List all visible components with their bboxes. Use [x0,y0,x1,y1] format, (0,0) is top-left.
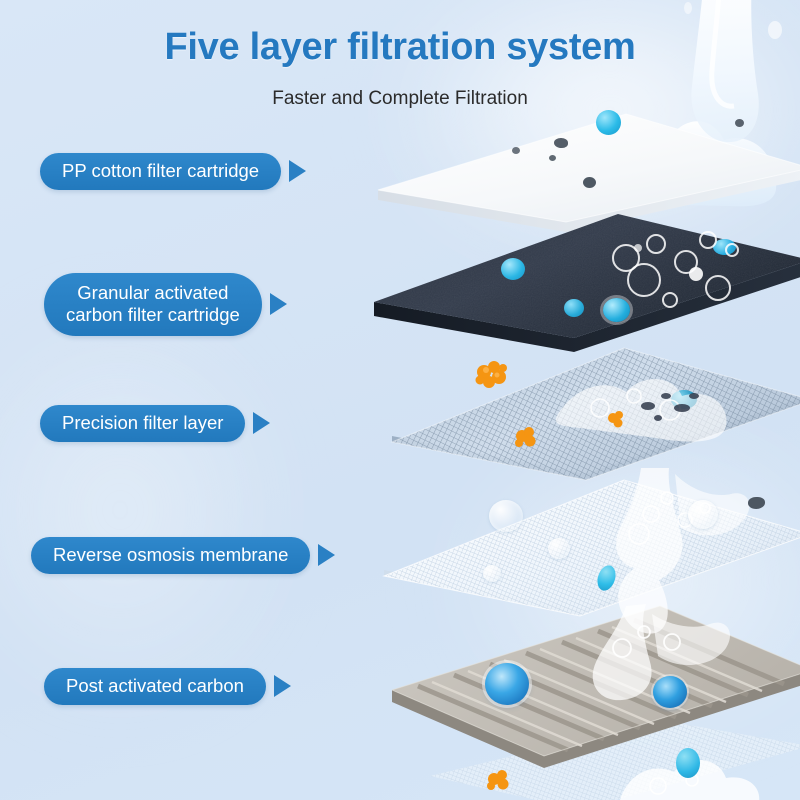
particle-blue-crystal-sphere [653,676,687,708]
label-pill-granular-carbon[interactable]: Granular activated carbon filter cartrid… [44,273,262,336]
particle-sediment [583,177,596,188]
water-bubble [489,500,523,532]
water-bubble [483,565,501,582]
background-glow-left [0,300,300,720]
particle-cyan-sphere [603,298,630,322]
particle-cyan-sphere [713,239,736,255]
pointer-arrow-icon [289,160,307,183]
label-row-pp-cotton: PP cotton filter cartridge [40,153,307,190]
particle-sediment [554,138,568,148]
label-row-precision-filter: Precision filter layer [40,405,271,442]
page-subtitle: Faster and Complete Filtration [272,88,528,109]
pointer-arrow-icon [273,675,291,698]
particle-blue-crystal-sphere [485,663,529,705]
label-row-granular-carbon: Granular activated carbon filter cartrid… [44,273,287,336]
particle-teal-sphere [676,748,700,778]
label-row-post-carbon: Post activated carbon [44,668,291,705]
label-pill-post-carbon[interactable]: Post activated carbon [44,668,266,705]
layer-sheet-granular-carbon [374,214,800,352]
water-bubble [548,538,570,559]
pointer-arrow-icon [318,544,336,567]
particle-cyan-sphere [564,299,584,317]
particle-teal-sphere [671,390,697,409]
pointer-arrow-icon [269,293,287,316]
particle-sediment [512,147,520,154]
label-pill-pp-cotton[interactable]: PP cotton filter cartridge [40,153,282,190]
particle-sediment [549,155,556,161]
water-bubble [688,500,718,529]
label-pill-precision-filter[interactable]: Precision filter layer [40,405,246,442]
layer-sheet-post-carbon [392,605,800,768]
layer-sheet-precision-filter [390,347,800,481]
pointer-arrow-icon [253,412,271,435]
particle-cyan-sphere [596,110,621,135]
particle-sediment [735,119,744,127]
label-row-ro-membrane: Reverse osmosis membrane [31,537,336,574]
particle-cyan-sphere [501,258,525,280]
page-title: Five layer filtration system [164,26,636,68]
label-pill-ro-membrane[interactable]: Reverse osmosis membrane [31,537,311,574]
